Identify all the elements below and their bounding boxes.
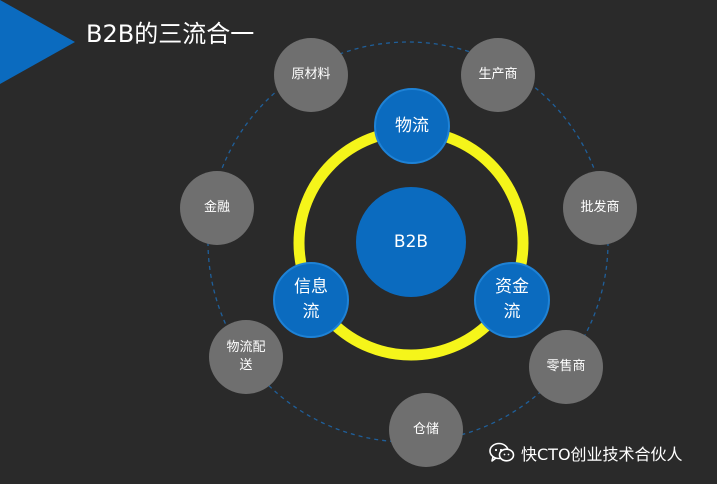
wechat-icon bbox=[489, 442, 515, 462]
center-node-b2b: B2B bbox=[356, 187, 466, 297]
inner-node-label: 信息 流 bbox=[294, 277, 328, 322]
outer-node-retailer: 零售商 bbox=[529, 330, 603, 404]
center-label: B2B bbox=[393, 232, 429, 252]
inner-node-label: 资金 流 bbox=[495, 277, 529, 322]
outer-node-delivery: 物流配 送 bbox=[209, 320, 283, 394]
footer-brand: 快CTO创业技术合伙人 bbox=[489, 441, 683, 465]
outer-node-label: 金融 bbox=[203, 200, 230, 216]
outer-node-raw-materials: 原材料 bbox=[274, 38, 348, 112]
outer-node-label: 零售商 bbox=[546, 359, 586, 375]
outer-node-wholesaler: 批发商 bbox=[563, 171, 637, 245]
outer-node-label: 原材料 bbox=[291, 67, 331, 83]
corner-accent-triangle bbox=[0, 0, 75, 84]
inner-node-logistics: 物流 bbox=[374, 88, 450, 164]
inner-node-label: 物流 bbox=[395, 115, 429, 136]
outer-node-finance: 金融 bbox=[180, 171, 254, 245]
outer-node-label: 仓储 bbox=[412, 422, 439, 438]
outer-node-label: 批发商 bbox=[580, 200, 620, 216]
outer-node-label: 物流配 送 bbox=[226, 340, 266, 373]
outer-node-label: 生产商 bbox=[478, 67, 518, 83]
outer-node-warehouse: 仓储 bbox=[389, 393, 463, 467]
inner-node-information: 信息 流 bbox=[273, 262, 349, 338]
page-title: B2B的三流合一 bbox=[86, 20, 255, 48]
inner-node-capital: 资金 流 bbox=[474, 262, 550, 338]
footer-text: 快CTO创业技术合伙人 bbox=[521, 445, 683, 464]
outer-node-producer: 生产商 bbox=[461, 38, 535, 112]
